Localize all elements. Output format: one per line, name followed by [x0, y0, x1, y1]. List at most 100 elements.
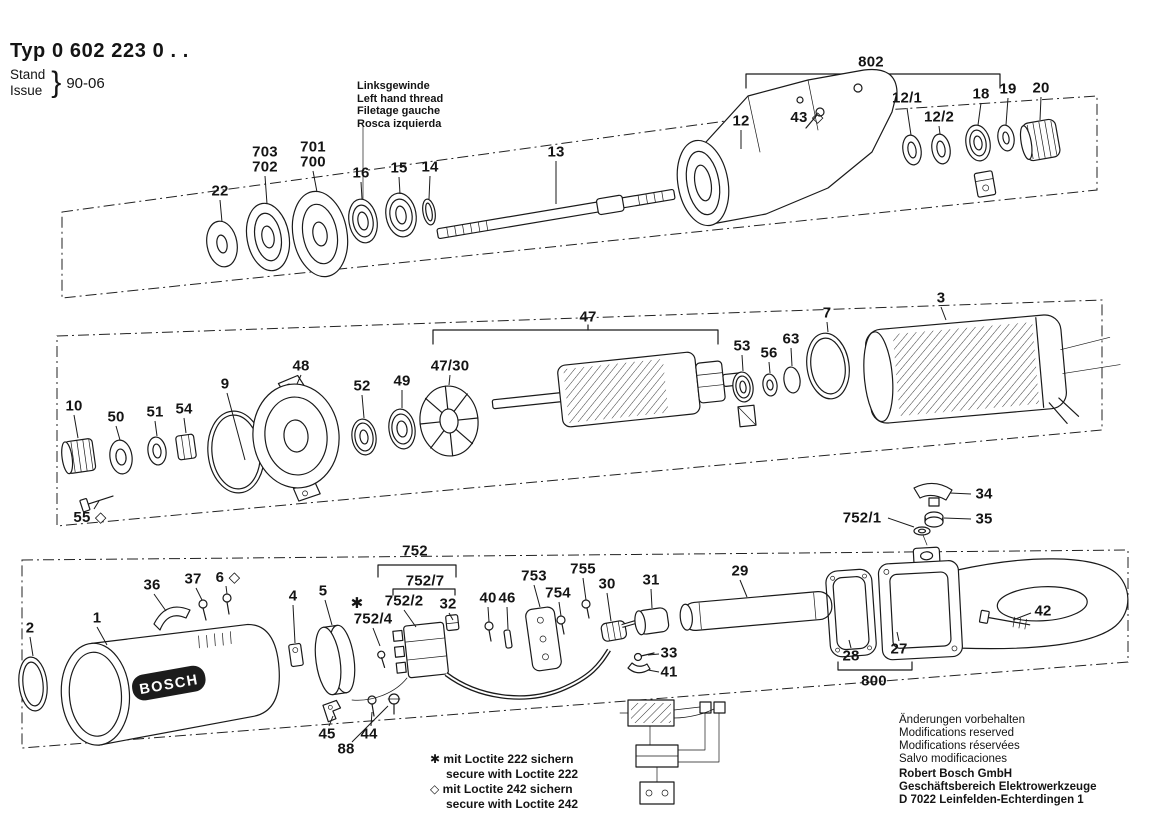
part-callout-18: 18	[972, 85, 990, 103]
part-switch-752	[377, 614, 460, 679]
part-callout-19: 19	[999, 80, 1017, 98]
diamond-symbol: ◇	[430, 782, 440, 796]
part-bearing-53	[732, 371, 754, 403]
typ-number: 0 602 223 0 . .	[52, 40, 189, 62]
part-callout-27: 27	[890, 640, 908, 658]
part-flange-701-700	[291, 190, 349, 278]
part-callout-7: 7	[822, 304, 832, 322]
part-washer-19	[997, 124, 1015, 152]
part-callout-30: 30	[598, 575, 616, 593]
assembly-housing-group: BOSCH	[18, 482, 1129, 749]
part-callout-752-4: 752/4	[353, 610, 393, 628]
part-callout-49: 49	[393, 372, 411, 390]
part-callout-47-30: 47/30	[430, 357, 470, 375]
part-washer-50	[109, 439, 133, 475]
part-callout-31: 31	[642, 571, 660, 589]
part-sleeve-31	[634, 607, 670, 636]
part-tube-29	[679, 591, 833, 631]
part-screw-37	[198, 599, 208, 621]
typ-label: Typ	[10, 40, 46, 62]
legend-diamond-de: mit Loctite 242 sichern	[442, 782, 573, 796]
star-symbol: ✱	[430, 752, 441, 766]
note-de: Änderungen vorbehalten	[899, 714, 1025, 726]
part-plate-753	[525, 606, 562, 672]
part-callout-44: 44	[360, 725, 378, 743]
part-callout-1: 1	[92, 609, 102, 627]
part-callout-35: 35	[975, 510, 993, 528]
part-ring-14	[422, 198, 436, 226]
company-block: Robert Bosch GmbH Geschäftsbereich Elekt…	[899, 768, 1097, 807]
part-circlip-63	[783, 366, 801, 394]
legend-star-de: mit Loctite 222 sichern	[443, 752, 574, 766]
part-callout-753: 753	[521, 567, 547, 585]
part-gasket-28	[825, 568, 877, 658]
loctite-legend: ✱ mit Loctite 222 sichern secure with Lo…	[430, 752, 578, 812]
part-handle-housing-27	[877, 546, 1129, 661]
thread-note-es: Rosca izquierda	[357, 117, 442, 130]
assembly-spindle-group	[61, 68, 1098, 299]
part-callout-12-1: 12/1	[892, 89, 922, 107]
part-bearing-flange-48	[252, 374, 340, 502]
part-grommet-30	[600, 620, 628, 642]
stand-value: 90-06	[66, 74, 105, 92]
part-callout-702: 702	[252, 158, 278, 176]
stand-issue-block: Stand Issue } 90-06	[10, 66, 105, 100]
note-es: Salvo modificaciones	[899, 753, 1008, 765]
company-address: D 7022 Leinfelden-Echterdingen 1	[899, 794, 1084, 806]
part-ring-2	[18, 656, 48, 712]
left-hand-thread-note: Linksgewinde Left hand thread Filetage g…	[357, 80, 443, 130]
part-ring-7	[806, 332, 850, 400]
part-screw-42	[978, 609, 1031, 630]
assembly-armature-group	[56, 299, 1121, 527]
part-callout-800: 800	[861, 672, 887, 690]
part-screw-755	[581, 599, 591, 619]
part-nut-54	[175, 433, 197, 461]
part-bearing-52	[351, 418, 377, 456]
part-callout-56: 56	[760, 344, 778, 362]
part-callout-63: 63	[782, 330, 800, 348]
part-callout-752-1: 752/1	[842, 509, 882, 527]
part-washer-12-2	[931, 133, 951, 165]
part-callout-701: 701	[300, 138, 326, 156]
part-callout-34: 34	[975, 485, 993, 503]
part-collet-nut-20	[1019, 118, 1061, 162]
part-callout-2: 2	[25, 619, 35, 637]
part-clip-4	[288, 642, 304, 668]
part-callout-43-: 43 ◇	[790, 109, 824, 126]
part-washer-51	[147, 436, 167, 466]
part-ground-screw-88	[387, 693, 401, 715]
part-callout-48: 48	[292, 357, 310, 375]
part-callout-13: 13	[547, 143, 565, 161]
part-callout-10: 10	[65, 397, 83, 415]
part-callout-754: 754	[545, 584, 571, 602]
thread-note-fr: Filetage gauche	[357, 105, 441, 117]
part-flange-703-702	[245, 202, 291, 272]
part-callout-802: 802	[858, 53, 884, 71]
part-switch-paddle-34	[913, 482, 953, 507]
note-en: Modifications reserved	[899, 727, 1015, 739]
part-screw-43	[805, 107, 825, 129]
note-fr: Modifications réservées	[899, 740, 1020, 752]
company-division: Geschäftsbereich Elektrowerkzeuge	[899, 781, 1097, 793]
part-washer-12-1	[902, 134, 922, 166]
part-screw-33	[633, 652, 655, 662]
part-brush-cover-36	[153, 606, 191, 631]
part-gear-head-12	[676, 68, 898, 227]
part-callout-53: 53	[733, 337, 751, 355]
part-bearing-49	[388, 408, 416, 450]
part-callout-4: 4	[288, 587, 298, 605]
part-spindle-13	[436, 188, 676, 240]
part-field-stator-3	[863, 314, 1121, 424]
part-callout--: ✱	[350, 595, 364, 612]
part-callout-28: 28	[842, 647, 860, 665]
part-clamp-41	[627, 662, 651, 674]
part-callout-752-2: 752/2	[384, 592, 424, 610]
part-fan-47-30	[419, 385, 479, 457]
part-callout-752-7: 752/7	[405, 572, 445, 590]
part-callout-22: 22	[211, 182, 229, 200]
part-cap-5	[314, 624, 356, 696]
thread-note-de: Linksgewinde	[357, 80, 430, 92]
brace-glyph: }	[51, 66, 62, 99]
part-callout-752: 752	[402, 542, 428, 560]
part-pin-46	[503, 629, 513, 649]
